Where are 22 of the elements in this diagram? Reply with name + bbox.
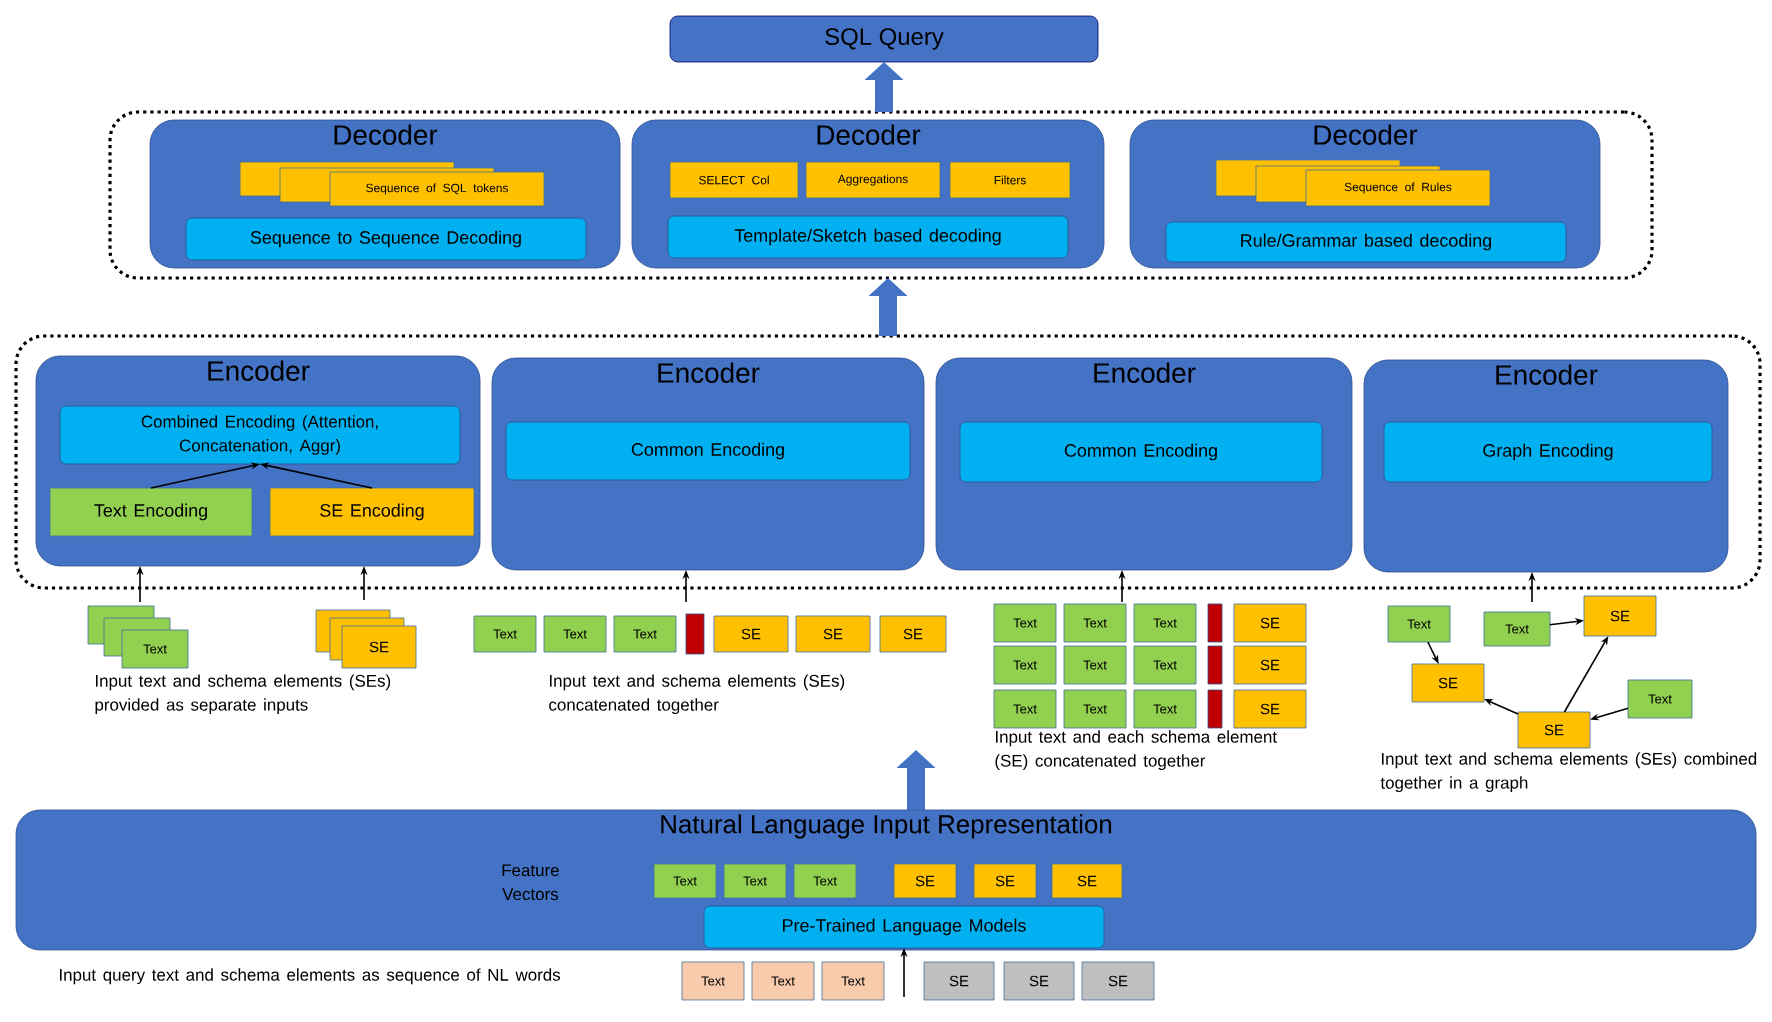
caption: Input text and schema elements (SEs) combined together in a graph xyxy=(1380,752,1757,793)
side-label: Feature Vectors xyxy=(502,864,559,901)
separator-bar xyxy=(1207,689,1223,729)
process-box: Common Encoding xyxy=(959,421,1323,483)
process-box: Rule/Grammar based decoding xyxy=(1165,221,1567,263)
caption: Input query text and schema elements as sequence of NL words xyxy=(60,968,561,985)
process-box: Pre-Trained Language Models xyxy=(703,905,1105,949)
process-box: Sequence to Sequence Decoding xyxy=(185,217,587,261)
separator-bar xyxy=(1207,603,1223,643)
process-box: Common Encoding xyxy=(505,421,911,481)
process-box: Combined Encoding (Attention, Concatenation, Aggr) xyxy=(59,405,461,465)
separator-bar xyxy=(1207,645,1223,685)
process-box: Text Encoding xyxy=(49,487,253,537)
caption: Input text and each schema element (SE) concatenated together xyxy=(995,730,1277,771)
caption: Input text and schema elements (SEs) concatenated together xyxy=(549,674,845,715)
group-frame xyxy=(14,334,1762,590)
separator-bar xyxy=(685,613,705,655)
group-frame xyxy=(108,110,1654,280)
caption: Input text and schema elements (SEs) provided as separate inputs xyxy=(95,674,391,715)
process-box: SE Encoding xyxy=(269,487,475,537)
process-box: Graph Encoding xyxy=(1383,421,1713,483)
process-box: Template/Sketch based decoding xyxy=(667,215,1069,259)
